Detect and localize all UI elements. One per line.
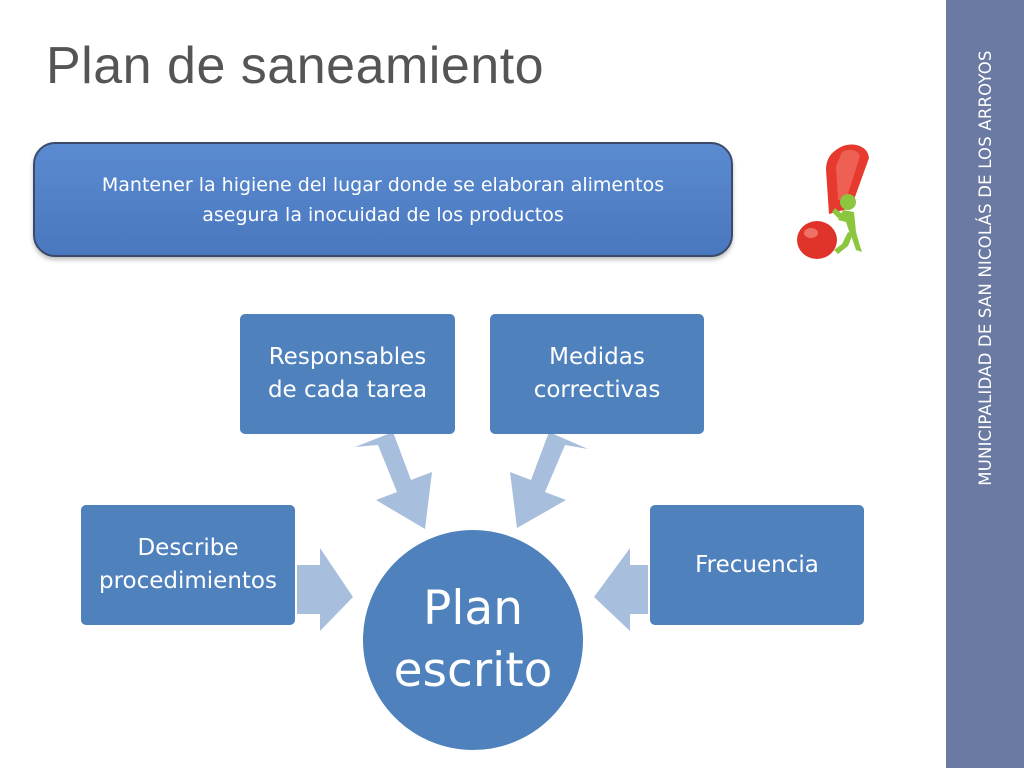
arrow-describe	[297, 548, 353, 631]
node-frecuencia: Frecuencia	[650, 505, 864, 625]
node-describe-label: Describe procedimientos	[98, 535, 277, 594]
arrow-medidas	[510, 432, 588, 528]
arrow-responsables	[355, 432, 432, 529]
callout-text: Mantener la higiene del lugar donde se e…	[101, 173, 665, 226]
node-responsables: Responsables de cada tarea	[240, 314, 455, 434]
slide-title: Plan de saneamiento	[46, 37, 545, 95]
green-figure	[832, 194, 862, 254]
node-medidas: Medidas correctivas	[490, 314, 704, 434]
node-medidas-label: Medidas correctivas	[533, 344, 661, 403]
callout-box: Mantener la higiene del lugar donde se e…	[33, 142, 733, 257]
hub-label: Plan escrito	[393, 581, 553, 698]
node-describe: Describe procedimientos	[81, 505, 295, 625]
sidebar-band	[946, 0, 1024, 768]
hub-plan-escrito: Plan escrito	[360, 527, 586, 753]
arrow-frecuencia	[594, 548, 648, 631]
node-responsables-label: Responsables de cada tarea	[267, 344, 428, 403]
node-frecuencia-label: Frecuencia	[695, 551, 819, 578]
exclamation-dot	[797, 221, 837, 259]
